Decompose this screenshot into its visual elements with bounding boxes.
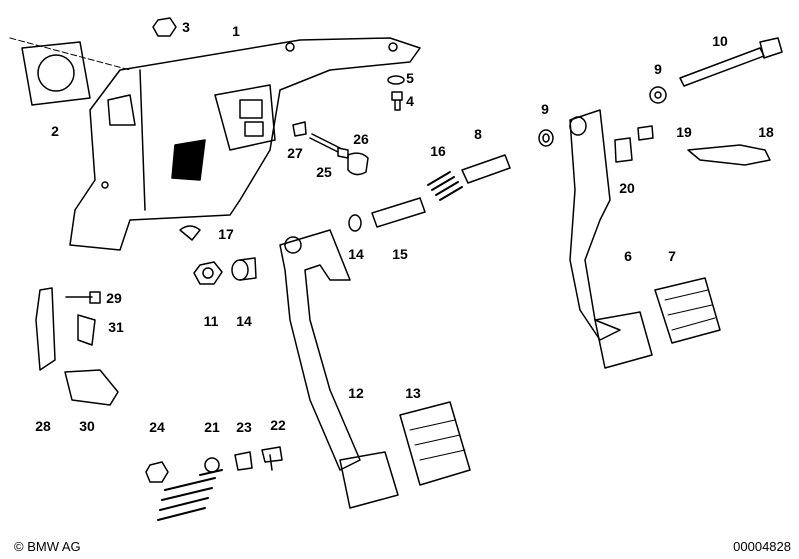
callout-5: 5 xyxy=(406,70,414,86)
callout-20: 20 xyxy=(619,180,635,196)
callout-4: 4 xyxy=(406,93,414,109)
callout-1: 1 xyxy=(232,23,240,39)
pedal-bracket-part xyxy=(69,37,421,251)
callout-28: 28 xyxy=(35,418,51,434)
callout-7: 7 xyxy=(668,248,676,264)
callout-3: 3 xyxy=(182,19,190,35)
callout-31: 31 xyxy=(108,319,124,335)
callout-10: 10 xyxy=(712,33,728,49)
callout-26: 26 xyxy=(353,131,369,147)
pedal-pad-part xyxy=(399,401,471,486)
callout-16: 16 xyxy=(430,143,446,159)
diagram-number: 00004828 xyxy=(733,539,791,554)
nut-part xyxy=(152,17,177,37)
gasket-part xyxy=(21,41,91,106)
callout-22: 22 xyxy=(270,417,286,433)
callout-17: 17 xyxy=(218,226,234,242)
callout-9b: 9 xyxy=(654,61,662,77)
callout-27: 27 xyxy=(287,145,303,161)
clutch-pedal-part xyxy=(279,229,399,509)
callout-24: 24 xyxy=(149,419,165,435)
callout-14a: 14 xyxy=(348,246,364,262)
callout-13: 13 xyxy=(405,385,421,401)
callout-12: 12 xyxy=(348,385,364,401)
callout-6: 6 xyxy=(624,248,632,264)
callout-18: 18 xyxy=(758,124,774,140)
brake-pedal-part xyxy=(569,109,653,369)
callout-25: 25 xyxy=(316,164,332,180)
callout-11: 11 xyxy=(203,313,219,329)
callout-21: 21 xyxy=(204,419,220,435)
callout-15: 15 xyxy=(392,246,408,262)
callout-29: 29 xyxy=(106,290,122,306)
callout-8: 8 xyxy=(474,126,482,142)
copyright-text: © BMW AG xyxy=(14,539,81,554)
callout-30: 30 xyxy=(79,418,95,434)
callout-19: 19 xyxy=(676,124,692,140)
callout-9a: 9 xyxy=(541,101,549,117)
callout-23: 23 xyxy=(236,419,252,435)
callout-14b: 14 xyxy=(236,313,252,329)
callout-2: 2 xyxy=(51,123,59,139)
